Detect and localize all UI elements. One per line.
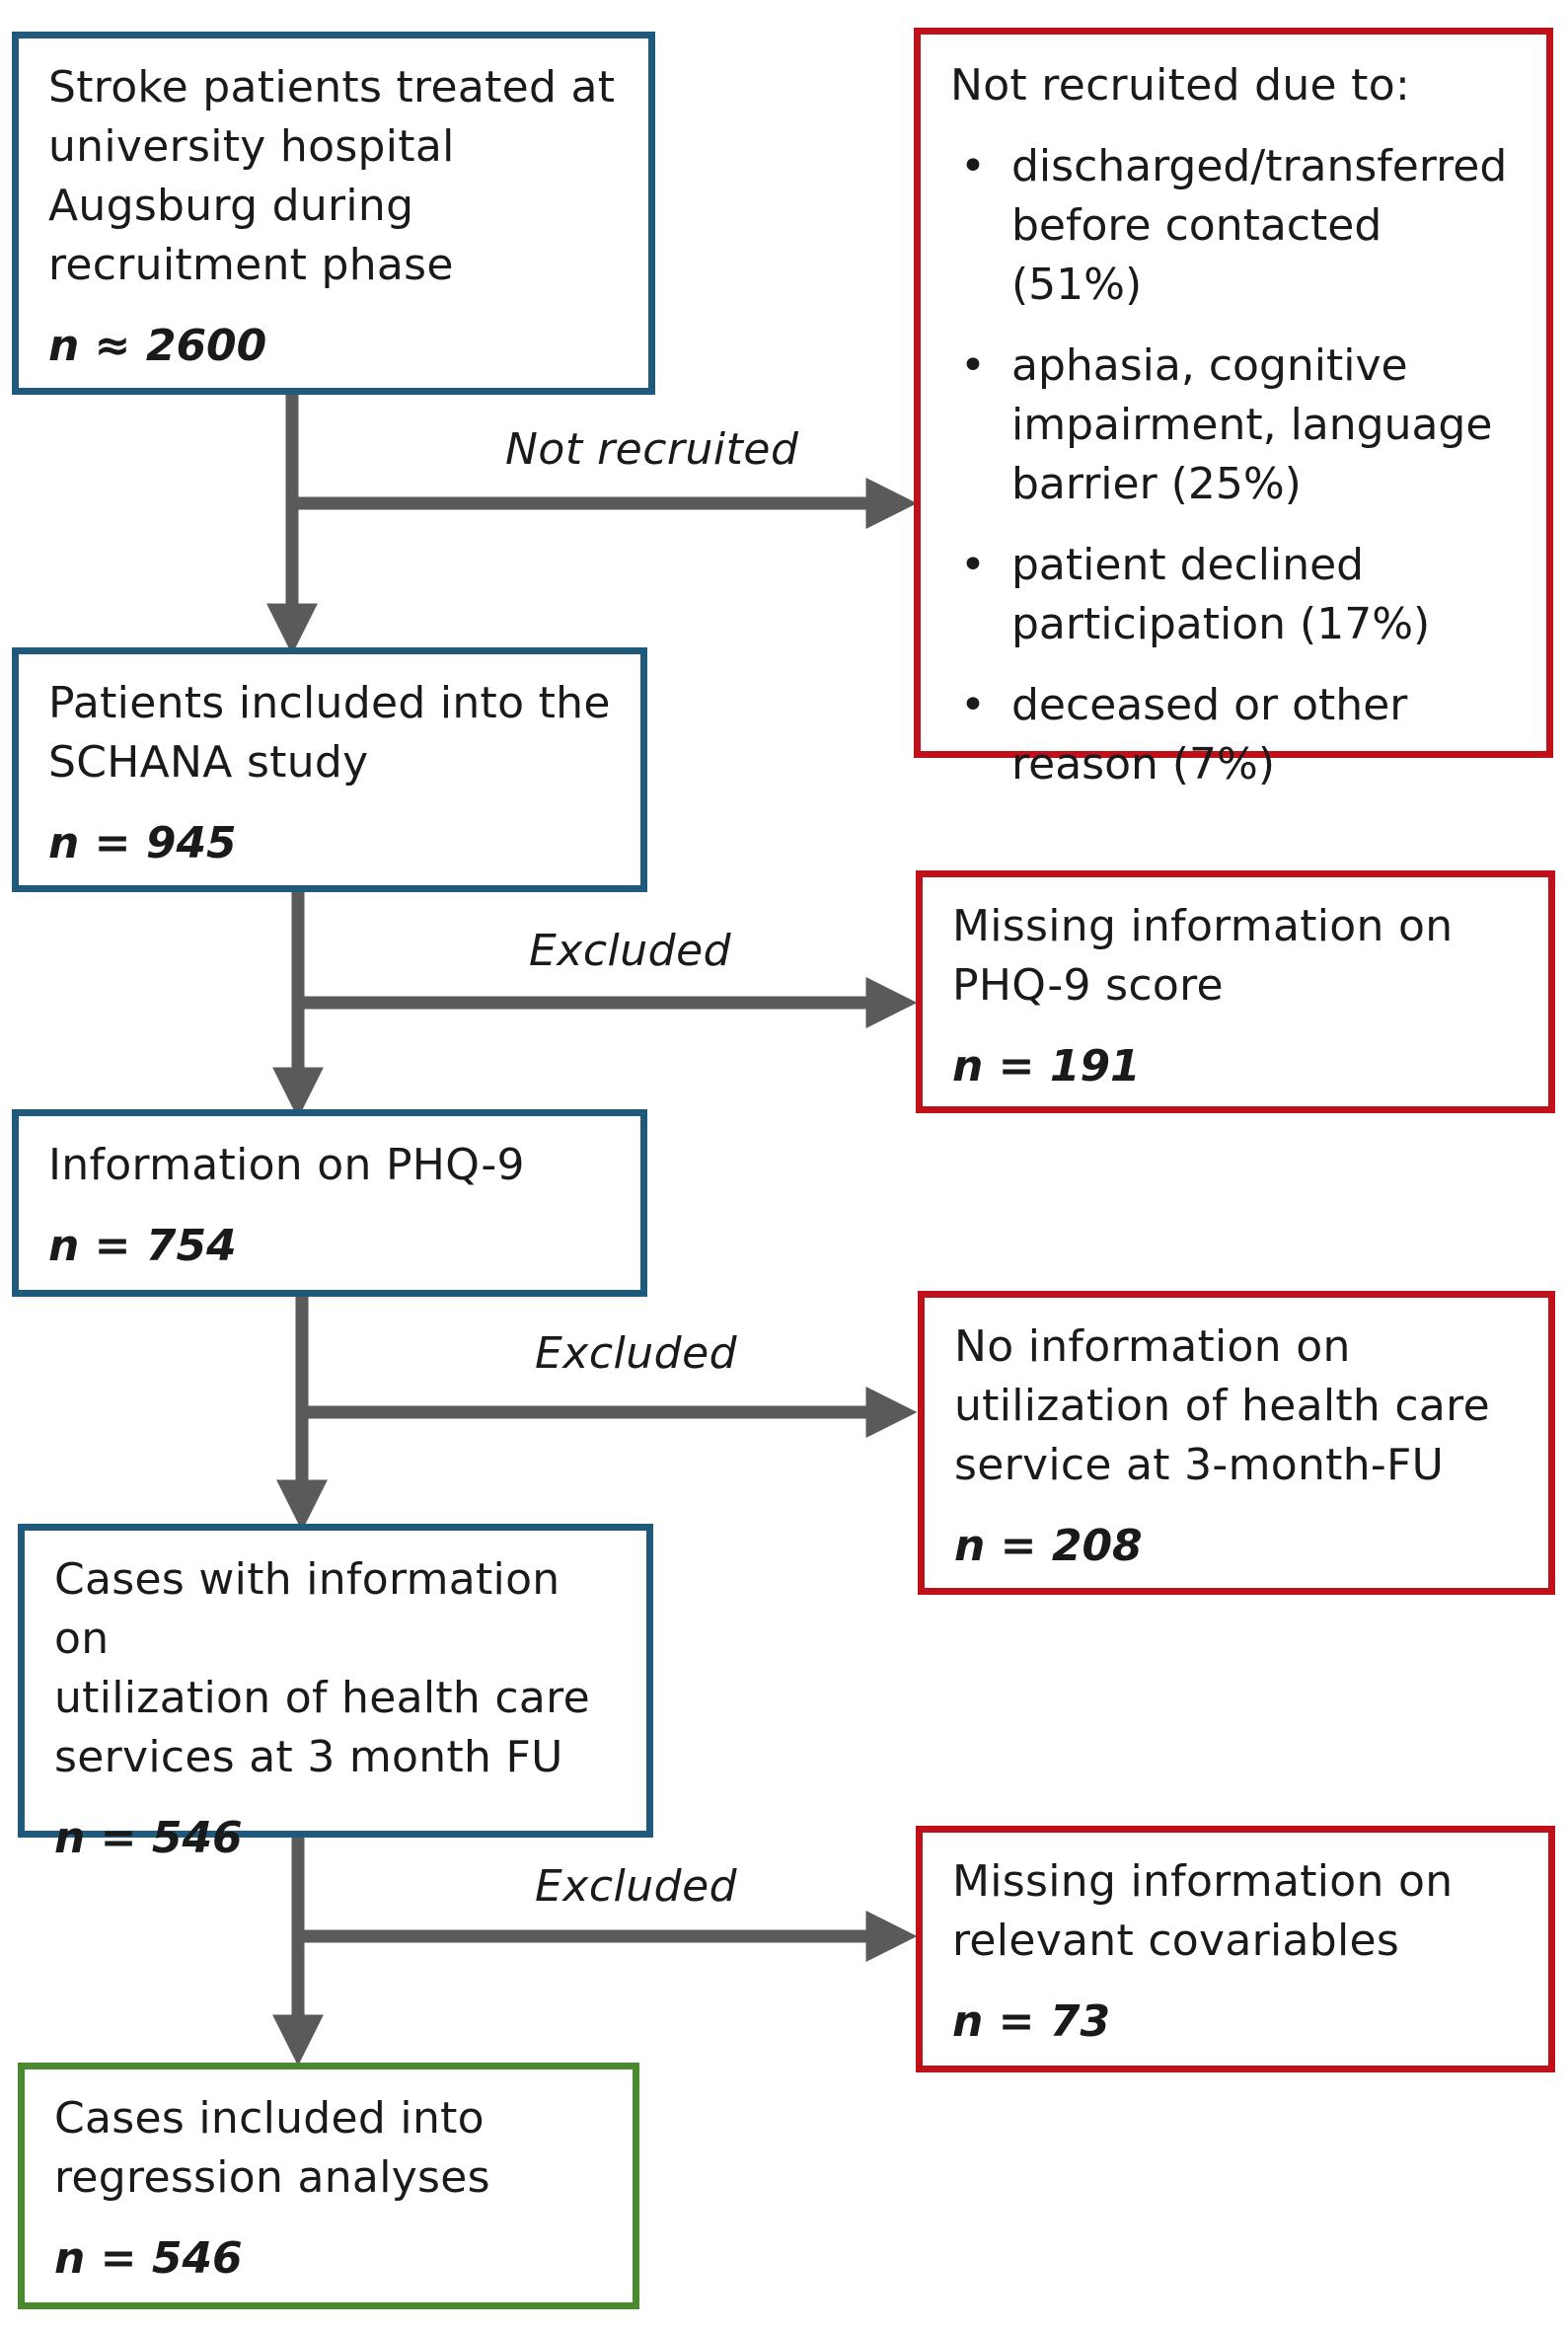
reason-text-deceased: deceased or other reason (7%) (1011, 680, 1408, 790)
reason-item-discharged: • discharged/transferred before contacted… (950, 137, 1517, 315)
excluded-utilization-count: n = 208 (954, 1521, 1143, 1571)
excluded-covariables-count: n = 73 (952, 1996, 1111, 2047)
bullet-glyph: • (960, 680, 986, 730)
reason-item-deceased: • deceased or other reason (7%) (950, 676, 1517, 794)
reason-text-aphasia: aphasia, cognitive impairment, language … (1011, 340, 1493, 509)
not-recruited-reasons-list: • discharged/transferred before contacted… (950, 137, 1517, 794)
excluded-phq-count: n = 191 (952, 1041, 1141, 1091)
excluded-covariables-title: Missing information on relevant covariab… (952, 1856, 1454, 1966)
bullet-glyph: • (960, 340, 986, 391)
not-recruited-box: Not recruited due to: • discharged/transf… (914, 28, 1553, 790)
reason-text-declined: patient declined participation (17%) (1011, 540, 1431, 649)
bullet-glyph: • (960, 540, 986, 590)
step3-count: n = 754 (48, 1221, 237, 1271)
arrow-label-excluded-covariables: Excluded (535, 1861, 738, 1912)
arrow-label-not-recruited: Not recruited (505, 424, 799, 475)
step4-count: n = 546 (54, 1813, 243, 1863)
excluded-phq-box: Missing information on PHQ-9 score n = 1… (916, 870, 1555, 1113)
reason-item-declined: • patient declined participation (17%) (950, 536, 1517, 654)
step1-count: n ≈ 2600 (48, 321, 267, 371)
step2-count: n = 945 (48, 818, 237, 868)
step2-box: Patients included into the SCHANA study … (12, 647, 647, 892)
step3-box: Information on PHQ-9 n = 754 (12, 1109, 647, 1297)
step2-title: Patients included into the SCHANA study (48, 678, 611, 788)
step5-count: n = 546 (54, 2233, 243, 2284)
step4-box: Cases with information on utilization of… (18, 1524, 653, 1863)
not-recruited-title: Not recruited due to: (950, 60, 1411, 111)
reason-text-discharged: discharged/transferred before contacted … (1011, 141, 1508, 310)
step4-title: Cases with information on utilization of… (54, 1554, 590, 1782)
arrow-label-excluded-utilization: Excluded (535, 1328, 738, 1379)
step5-title: Cases included into regression analyses (54, 2093, 490, 2203)
excluded-phq-title: Missing information on PHQ-9 score (952, 901, 1454, 1011)
reason-item-aphasia: • aphasia, cognitive impairment, language… (950, 337, 1517, 514)
step3-title: Information on PHQ-9 (48, 1140, 525, 1190)
excluded-covariables-box: Missing information on relevant covariab… (916, 1826, 1555, 2072)
bullet-glyph: • (960, 141, 986, 191)
excluded-utilization-box: No information on utilization of health … (918, 1291, 1555, 1595)
excluded-utilization-title: No information on utilization of health … (954, 1321, 1490, 1490)
step1-box: Stroke patients treated at university ho… (12, 32, 655, 395)
arrow-label-excluded-phq: Excluded (529, 926, 732, 976)
step5-box: Cases included into regression analyses … (18, 2063, 639, 2309)
step1-title: Stroke patients treated at university ho… (48, 62, 616, 290)
